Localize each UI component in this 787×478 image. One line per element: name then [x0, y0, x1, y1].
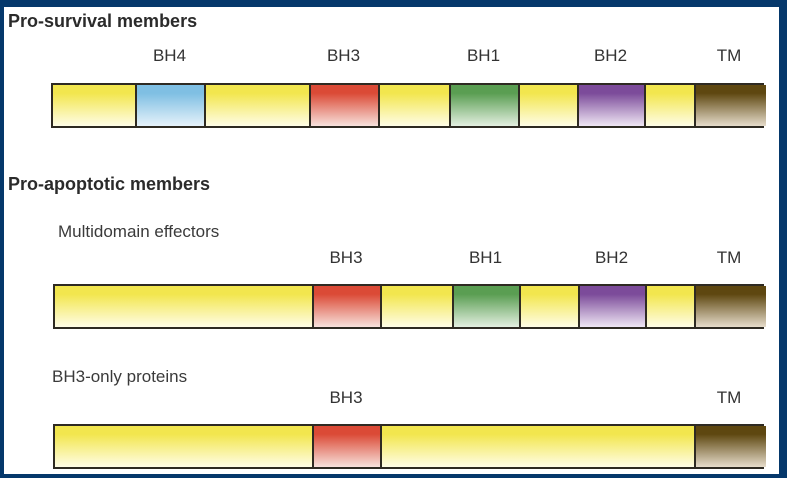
pro-survival-heading: Pro-survival members: [8, 11, 198, 31]
linker-segment: [55, 286, 314, 327]
bh3-label: BH3: [326, 46, 361, 65]
bh2-label: BH2: [594, 248, 629, 267]
bh4-label: BH4: [152, 46, 187, 65]
bh2-domain-segment: [580, 286, 647, 327]
multidomain-effectors-bar: [53, 284, 766, 329]
tm-label: TM: [716, 46, 742, 65]
linker-segment: [382, 426, 696, 467]
bh3-domain-segment: [314, 286, 382, 327]
tm-domain-segment: [696, 85, 766, 126]
linker-segment: [206, 85, 311, 126]
bh1-label: BH1: [468, 248, 503, 267]
bh3-domain-segment: [314, 426, 382, 467]
bh1-label: BH1: [466, 46, 501, 65]
tm-label: TM: [716, 248, 742, 267]
bh3-label: BH3: [329, 248, 363, 267]
linker-segment: [53, 85, 137, 126]
bh2-label: BH2: [593, 46, 628, 65]
bh1-domain-segment: [454, 286, 521, 327]
linker-segment: [380, 85, 451, 126]
linker-segment: [521, 286, 580, 327]
linker-segment: [646, 85, 696, 126]
pro-apoptotic-heading: Pro-apoptotic members: [8, 174, 211, 194]
multidomain-effectors-heading: Multidomain effectors: [58, 222, 220, 241]
bh3-domain-segment: [311, 85, 380, 126]
tm-label: TM: [716, 388, 742, 407]
tm-domain-segment: [696, 426, 766, 467]
linker-segment: [520, 85, 579, 126]
bh3-only-heading: BH3-only proteins: [52, 367, 188, 386]
bh3-only-bar: [53, 424, 766, 469]
tm-domain-segment: [696, 286, 766, 327]
linker-segment: [55, 426, 314, 467]
bh3-label: BH3: [329, 388, 363, 407]
bh1-domain-segment: [451, 85, 520, 126]
linker-segment: [647, 286, 696, 327]
bh4-domain-segment: [137, 85, 206, 126]
bh2-domain-segment: [579, 85, 646, 126]
linker-segment: [382, 286, 454, 327]
pro-survival-bar: [51, 83, 766, 128]
